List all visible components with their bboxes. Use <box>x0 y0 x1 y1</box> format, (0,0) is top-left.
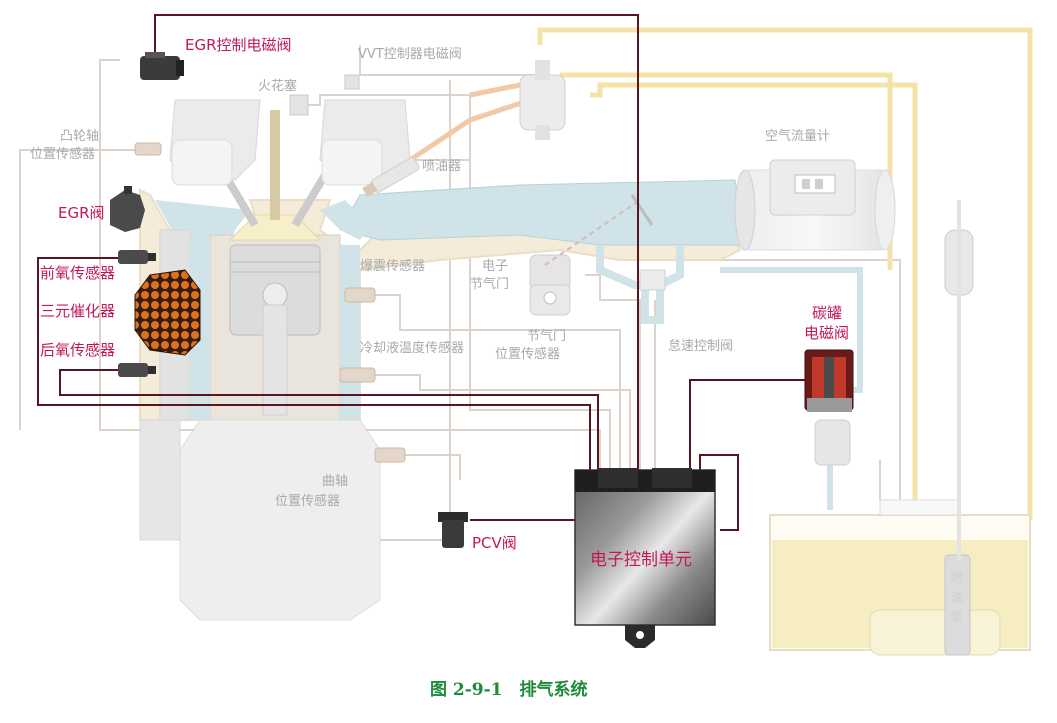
canister-solenoid <box>804 349 854 412</box>
label-fuel-pump-1: 燃 <box>950 570 963 586</box>
label-fuel-pump-2: 油 <box>950 591 963 606</box>
label-camshaft-2: 位置传感器 <box>30 146 95 162</box>
label-rear-o2: 后氧传感器 <box>40 341 115 359</box>
label-canister-2: 电磁阀 <box>804 324 849 342</box>
label-spark-plug: 火花塞 <box>258 78 297 94</box>
label-throttle-1: 电子 <box>482 259 508 274</box>
label-egr-valve: EGR阀 <box>58 204 105 222</box>
figure-caption: 图 2-9-1 排气系统 <box>430 679 588 700</box>
label-canister-1: 碳罐 <box>812 304 842 322</box>
label-fuel-pump-3: 泵 <box>950 611 963 626</box>
label-front-o2: 前氧传感器 <box>40 264 115 282</box>
label-pcv-valve: PCV阀 <box>472 534 517 552</box>
front-o2-sensor <box>118 250 156 264</box>
label-knock-sensor: 爆震传感器 <box>360 258 425 274</box>
gray-sensors <box>134 74 406 463</box>
rear-o2-sensor <box>118 363 156 377</box>
label-ecu: 电子控制单元 <box>590 550 692 570</box>
label-catalyst: 三元催化器 <box>40 302 115 320</box>
fuel-lines <box>378 27 1033 520</box>
label-egr-solenoid: EGR控制电磁阀 <box>185 36 292 54</box>
control-wiring <box>37 14 805 531</box>
label-air-flow-meter: 空气流量计 <box>765 128 830 144</box>
label-crank-1: 曲轴 <box>322 474 348 489</box>
label-vvt-solenoid: VVT控制器电磁阀 <box>358 47 462 62</box>
ecu-unit <box>574 468 716 648</box>
fuel-tank <box>769 200 1031 656</box>
catalytic-converter <box>134 269 201 356</box>
label-idle-valve: 怠速控制阀 <box>668 338 733 354</box>
pcv-valve <box>438 512 468 548</box>
background-wiring <box>19 45 901 541</box>
labels: EGR控制电磁阀 VVT控制器电磁阀 火花塞 凸轮轴 位置传感器 喷油器 空气流… <box>30 36 963 700</box>
label-throttle-pos-2: 位置传感器 <box>495 346 560 362</box>
label-coolant-sensor: 冷却液温度传感器 <box>360 340 464 356</box>
egr-valve <box>110 186 145 232</box>
label-injector: 喷油器 <box>422 159 461 174</box>
egr-control-solenoid <box>140 52 184 80</box>
intake-system <box>362 60 896 324</box>
label-crank-2: 位置传感器 <box>275 493 340 509</box>
label-throttle-pos-1: 节气门 <box>527 328 566 344</box>
label-camshaft-1: 凸轮轴 <box>60 129 99 144</box>
label-throttle-2: 节气门 <box>470 276 509 292</box>
carbon-canister-body <box>814 419 851 466</box>
